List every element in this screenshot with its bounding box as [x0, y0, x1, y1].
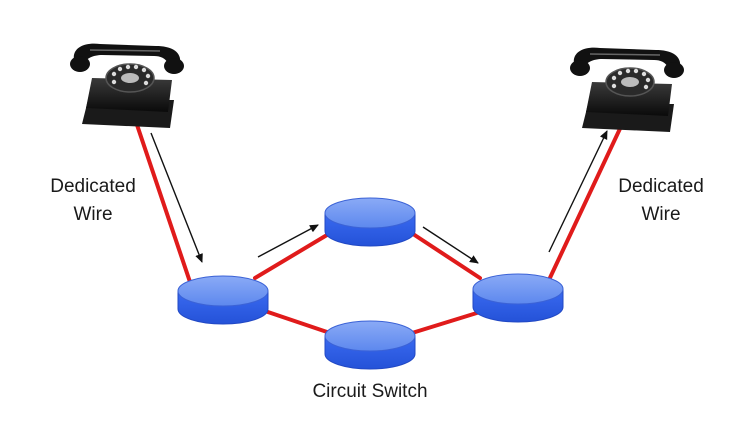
- arrow-down-to-right-node: [422, 226, 479, 264]
- switch-node-bottom: [324, 320, 416, 370]
- left-wire-label: Dedicated Wire: [28, 173, 158, 229]
- path-arrows: [150, 130, 608, 264]
- telephone-icon: [570, 47, 684, 132]
- right-wire-label-line1: Dedicated: [618, 176, 704, 197]
- right-wire-label: Dedicated Wire: [596, 173, 726, 229]
- wire-node1-to-node2: [253, 230, 334, 280]
- wire-left-phone-to-node: [131, 111, 192, 284]
- arrow-up-to-top-node: [257, 224, 319, 258]
- wires: [131, 111, 627, 335]
- left-wire-label-line2: Wire: [73, 204, 113, 225]
- wire-node1-to-node3: [260, 308, 332, 335]
- wire-node2-to-node4: [408, 230, 482, 280]
- telephone-icon: [70, 43, 184, 128]
- switch-node-right: [472, 273, 564, 323]
- circuit-switch-label: Circuit Switch: [312, 381, 428, 402]
- left-wire-label-line1: Dedicated: [50, 176, 136, 197]
- switch-node-top: [324, 197, 416, 247]
- arrow-up-right: [548, 130, 608, 253]
- right-wire-label-line2: Wire: [641, 204, 681, 225]
- switch-node-left: [177, 275, 269, 325]
- wire-node3-to-node4: [410, 310, 482, 335]
- wire-node4-to-right-phone: [546, 116, 627, 284]
- arrow-down-left: [150, 132, 203, 263]
